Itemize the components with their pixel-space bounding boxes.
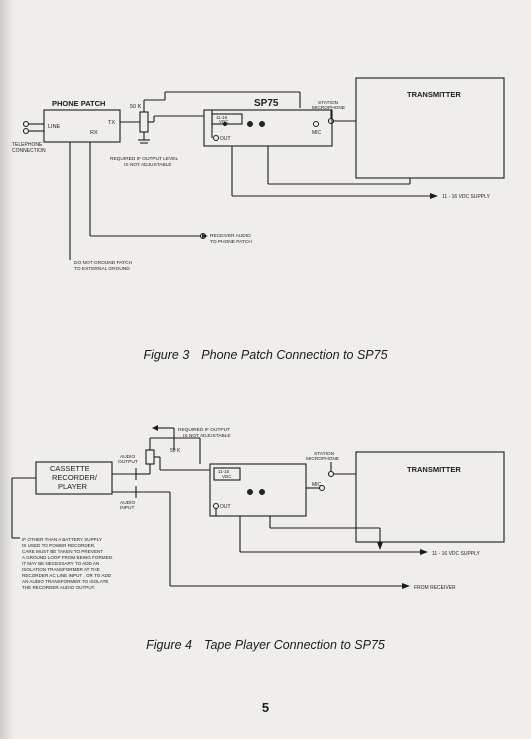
fig3-line-label: LINE [48,124,61,130]
fig4-transmitter: TRANSMITTER [407,465,461,474]
fig3-mic-label: MIC [312,130,322,136]
fig4-battery-note-7: RECORDER AC LINE INPUT , OR TO ADD [22,573,112,578]
page-number: 5 [261,700,270,715]
fig3-vdc-label-1: 11-16 [216,115,228,120]
fig3-receiver-audio-1: RECEIVER AUDIO [210,233,251,239]
figure-4-diagram: REQUIRED IF OUTPUT IS NOT ADJUSTABLE 50 … [11,425,505,591]
fig3-ground-note-1: DO NOT GROUND PATCH [74,260,133,266]
figure-3-diagram: PHONE PATCH LINE TX RX TELEPHONE CONNECT… [12,77,505,272]
fig3-station-mic-1: STATION [318,100,339,106]
fig3-sp75-title: SP75 [254,98,279,109]
figure-4-caption: Figure 4 Tape Player Connection to SP75 [0,638,531,652]
fig4-vdc-label-2: VDC [222,474,232,479]
fig3-pot-value: 50 K [130,104,142,110]
fig4-required-note-2: IS NOT ADJUSTABLE [183,433,231,439]
figure-3-caption: Figure 3 Phone Patch Connection to SP75 [0,348,531,362]
fig3-out-label: OUT [220,136,231,142]
fig4-battery-note-2: IS USED TO POWER RECORDER, [22,543,95,548]
fig4-recorder-3: PLAYER [58,482,88,491]
fig4-supply: 11 - 16 VDC SUPPLY [432,551,481,557]
fig3-supply: 11 - 16 VDC SUPPLY [442,194,491,200]
fig3-receiver-audio-2: TO PHONE PATCH [210,239,252,245]
fig4-recorder-2: RECORDER/ [52,473,98,482]
fig4-from-receiver: FROM RECEIVER [414,585,456,591]
fig4-battery-note-9: THE RECORDER AUDIO OUTPUT. [22,585,95,590]
fig4-battery-note-3: CARE MUST BE TAKEN TO PREVENT [22,549,103,554]
fig3-ground-note-2: TO EXTERNAL GROUND [74,266,130,272]
fig3-transmitter: TRANSMITTER [407,90,461,99]
fig4-required-note-1: REQUIRED IF OUTPUT [178,427,230,433]
fig3-required-note-1: REQUIRED IF OUTPUT LEVEL [110,156,178,162]
fig3-telephone-connection-2: CONNECTION [12,148,46,154]
figure-4-caption-label: Figure 4 [146,638,192,652]
fig4-audio-input-2: INPUT [120,505,134,511]
fig3-station-mic-2: MICROPHONE [312,105,345,111]
fig3-required-note-2: IS NOT ADJUSTABLE [124,162,172,168]
sp75-box-fig4 [209,463,307,517]
fig4-battery-note-8: AN AUDIO TRANSFORMER TO ISOLATE [22,579,108,584]
fig4-station-mic-2: MICROPHONE [306,456,339,462]
fig4-audio-output-1: AUDIO [120,454,135,460]
fig4-battery-note-4: A GROUND LOOP FROM BEING FORMED. [22,555,113,560]
fig3-vdc-label-2: VDC [219,119,229,124]
transmitter-box [355,77,505,179]
fig4-battery-note-1: IF OTHER THAN A BATTERY SUPPLY [22,537,102,542]
fig4-battery-note-5: IT MAY BE NECESSARY TO ADD AN [22,561,99,566]
fig4-audio-input-1: AUDIO [120,500,135,506]
figure-3-caption-text: Phone Patch Connection to SP75 [201,348,388,362]
transmitter-box-fig4 [355,451,505,543]
fig4-vdc-label-1: 11-16 [218,469,230,474]
phone-patch-box [43,109,121,143]
fig3-tx-label: TX [108,120,115,126]
fig3-telephone-connection-1: TELEPHONE [12,142,43,148]
figure-4-caption-text: Tape Player Connection to SP75 [203,638,385,652]
fig4-audio-output-2: OUTPUT [118,459,138,465]
fig4-pot-value: 50 K [170,448,181,454]
fig4-battery-note-6: ISOLATION TRANSFORMER AT THE [22,567,100,572]
fig3-phone-patch-title: PHONE PATCH [52,99,105,108]
fig3-rx-label: RX [90,130,98,136]
page-edge-shadow [0,0,14,739]
fig4-recorder-1: CASSETTE [50,464,90,473]
figure-3-caption-label: Figure 3 [143,348,190,362]
fig4-station-mic-1: STATION [314,451,335,457]
fig4-mic-label: MIC [312,482,322,488]
fig4-out-label: OUT [220,504,231,510]
